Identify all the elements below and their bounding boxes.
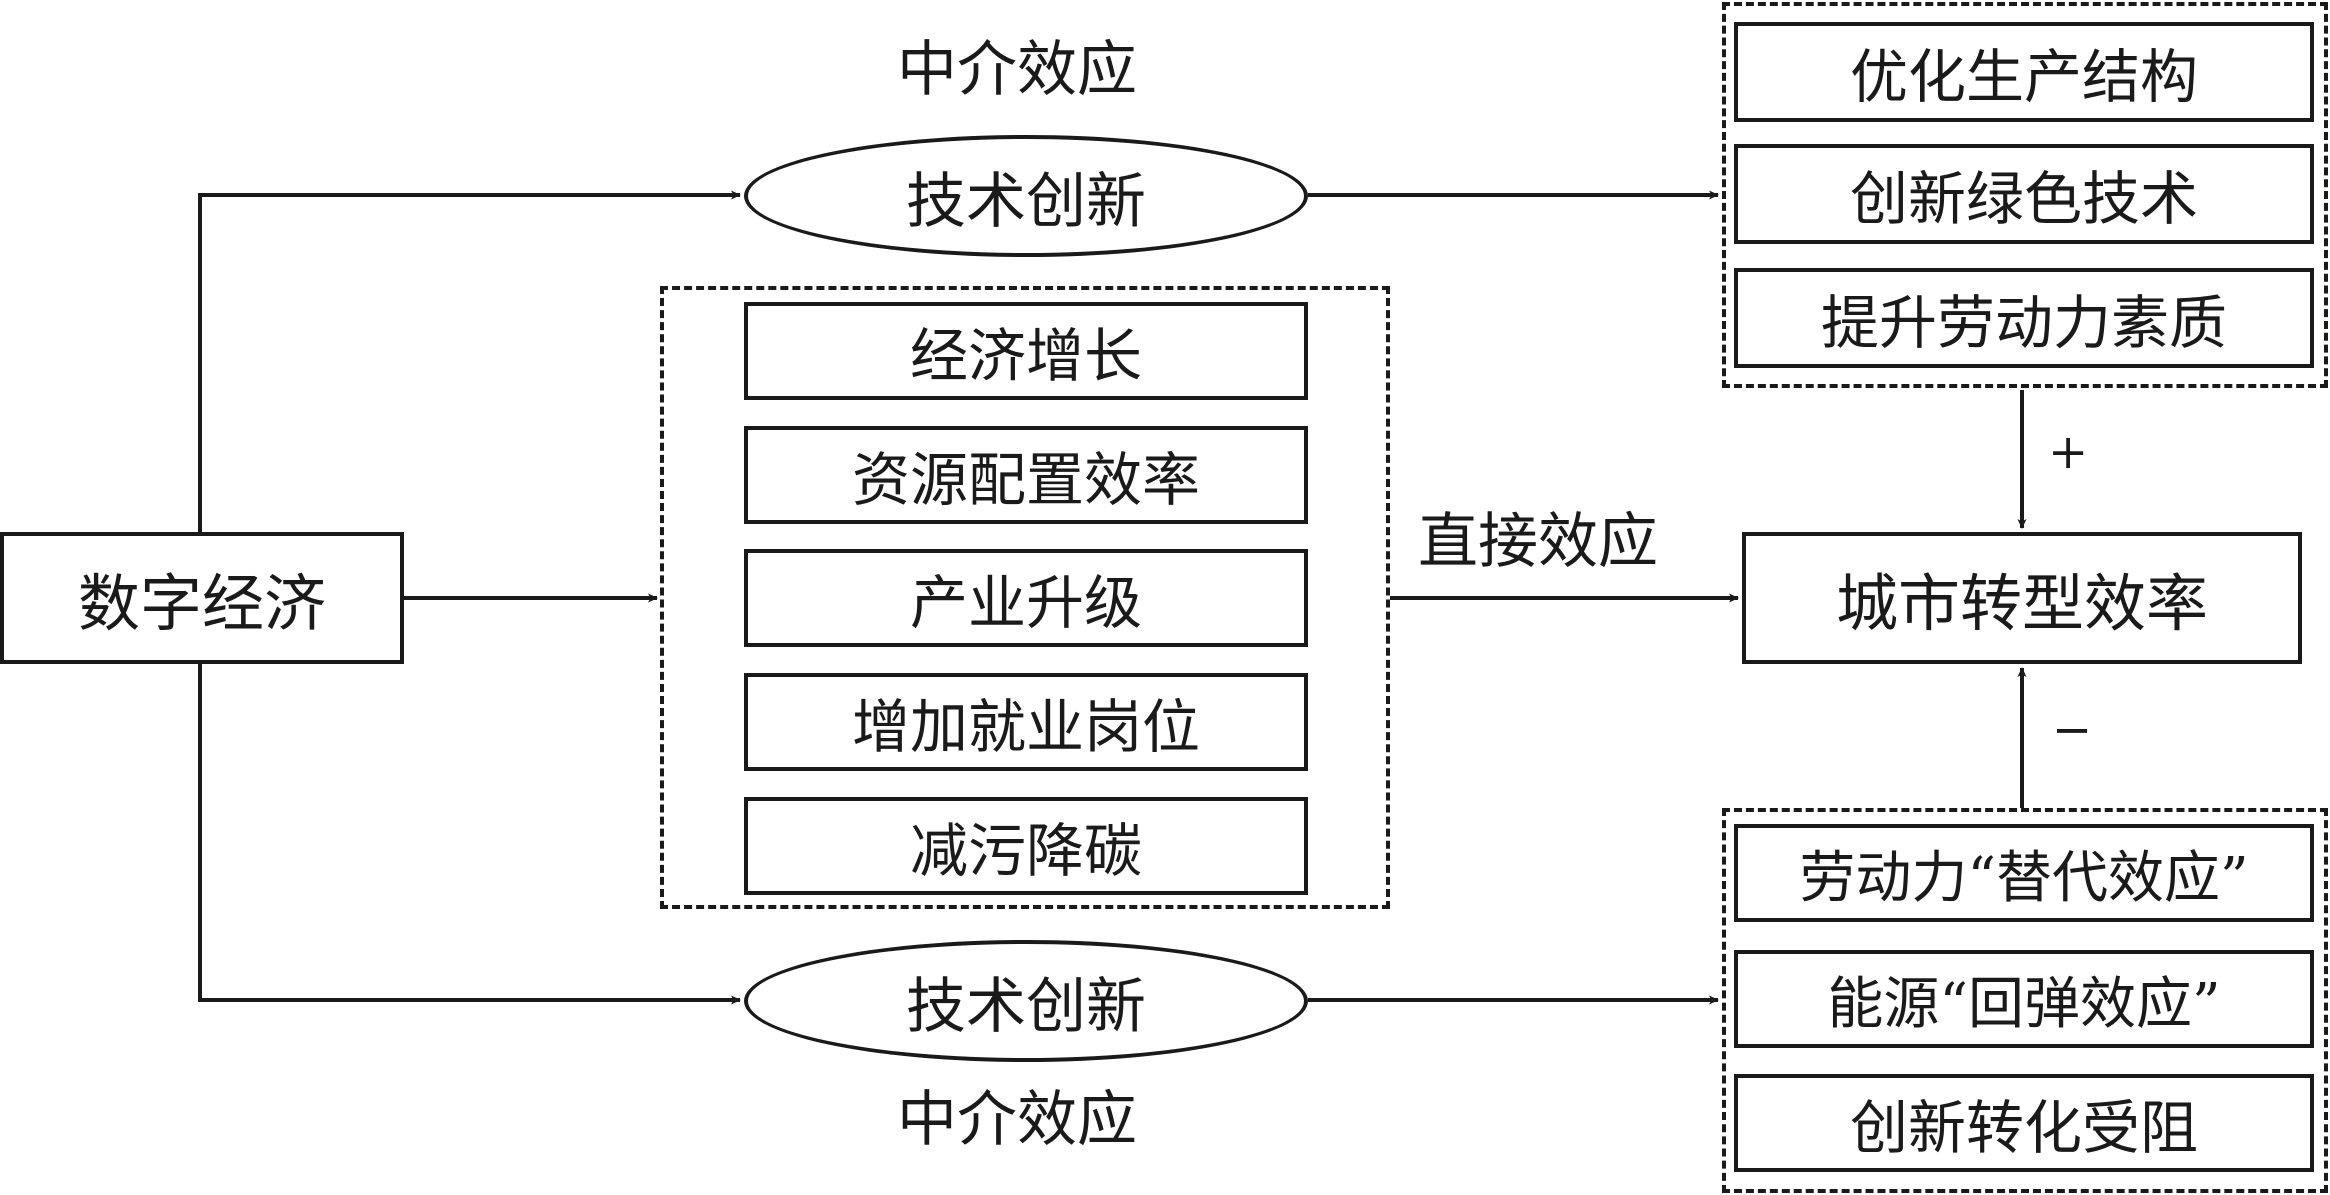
bottom-mediator-label: 技术创新: [906, 971, 1146, 1042]
direct-item-label: 资源配置效率: [851, 446, 1200, 514]
target-node: 城市转型效率: [1742, 532, 2302, 664]
positive-sign: +: [2048, 424, 2089, 480]
direct-effects-group: [660, 286, 1390, 909]
positive-effects-group: [1722, 2, 2328, 388]
direct-item-label: 增加就业岗位: [851, 693, 1200, 761]
direct-item-label: 产业升级: [909, 569, 1142, 637]
source-label: 数字经济: [77, 567, 326, 640]
top-mediator-node: 技术创新: [744, 135, 1308, 257]
top-mediator-label: 技术创新: [906, 166, 1146, 237]
top-mediation-label: 中介效应: [897, 35, 1137, 105]
negative-item-label: 创新转化受阻: [1849, 1094, 2198, 1162]
target-label: 城市转型效率: [1835, 567, 2208, 640]
source-node: 数字经济: [0, 532, 404, 664]
positive-item-2: 创新绿色技术: [1734, 144, 2314, 244]
direct-item-4: 增加就业岗位: [744, 673, 1308, 771]
direct-item-label: 经济增长: [909, 322, 1142, 390]
positive-item-3: 提升劳动力素质: [1734, 268, 2314, 368]
negative-item-label: 劳动力“替代效应”: [1799, 845, 2249, 911]
negative-effects-group: [1722, 808, 2328, 1193]
bottom-mediation-label: 中介效应: [897, 1085, 1137, 1155]
direct-item-2: 资源配置效率: [744, 426, 1308, 524]
direct-item-1: 经济增长: [744, 302, 1308, 400]
positive-item-label: 优化生产结构: [1849, 43, 2198, 111]
direct-item-3: 产业升级: [744, 549, 1308, 647]
arrow-source-to-top-mediator: [198, 190, 741, 532]
negative-item-3: 创新转化受阻: [1734, 1074, 2314, 1172]
positive-item-label: 提升劳动力素质: [1820, 289, 2227, 357]
direct-item-label: 减污降碳: [909, 817, 1142, 885]
direct-effect-label: 直接效应: [1418, 507, 1658, 577]
positive-item-1: 优化生产结构: [1734, 22, 2314, 122]
negative-item-1: 劳动力“替代效应”: [1734, 824, 2314, 922]
arrow-source-to-bottom-mediator: [198, 664, 741, 1005]
negative-item-label: 能源“回弹效应”: [1827, 971, 2221, 1037]
direct-item-5: 减污降碳: [744, 797, 1308, 895]
negative-item-2: 能源“回弹效应”: [1734, 950, 2314, 1048]
bottom-mediator-node: 技术创新: [744, 940, 1308, 1062]
positive-item-label: 创新绿色技术: [1849, 165, 2198, 233]
negative-sign: −: [2052, 702, 2093, 758]
